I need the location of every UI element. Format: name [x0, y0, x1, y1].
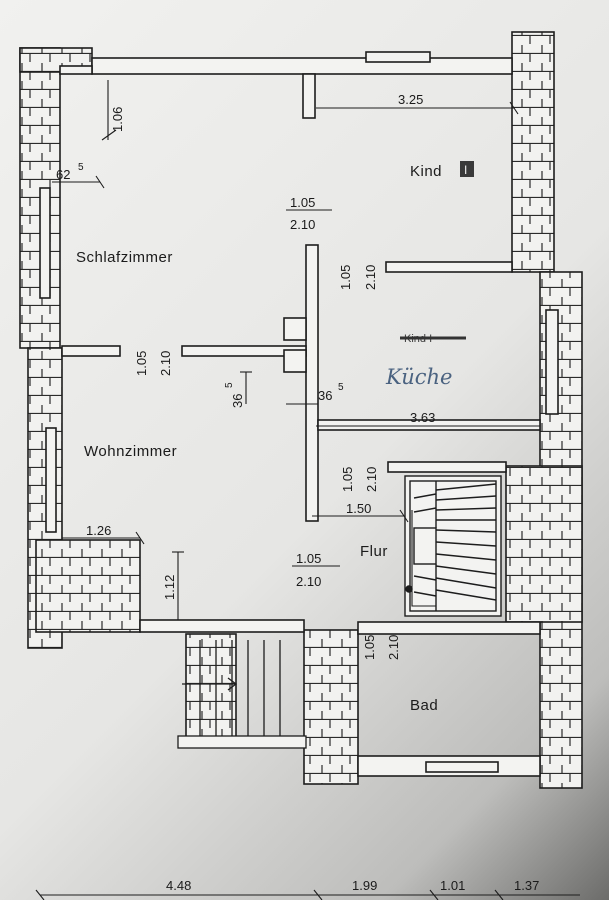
door-3-height: 2.10 [158, 351, 173, 376]
door-6-height: 2.10 [386, 635, 401, 660]
dim-365-horizontal: 36 [318, 388, 332, 403]
bottom-dim-4: 1.37 [514, 878, 539, 893]
door-4-height: 2.10 [364, 467, 379, 492]
door-1-width: 1.05 [290, 195, 315, 210]
window-bath [425, 761, 499, 773]
bottom-dim-3: 1.01 [440, 878, 465, 893]
wall-bottom-house [139, 619, 305, 633]
kind-badge-box [460, 161, 474, 177]
window-right [545, 309, 559, 415]
dim-325: 3.25 [398, 92, 423, 107]
wall-entry-left [35, 539, 141, 633]
wall-kind-kueche [385, 261, 513, 273]
dim-365-vertical-sup: 5 [224, 382, 235, 388]
window-left-2 [45, 427, 57, 533]
wall-central-vertical [305, 244, 319, 522]
door-4-width: 1.05 [340, 467, 355, 492]
wall-bath-left [303, 629, 359, 785]
wall-top [91, 57, 513, 75]
wall-right-upper [511, 31, 555, 273]
bottom-dim-1: 4.48 [166, 878, 191, 893]
staircase [404, 475, 502, 617]
wall-flur-top-right [387, 461, 507, 473]
dim-126: 1.26 [86, 523, 111, 538]
chimney-2 [283, 349, 307, 373]
door-5-height: 2.10 [296, 574, 321, 589]
room-flur: Flur [360, 543, 388, 560]
dimension-lines [35, 80, 580, 900]
wall-right-block [505, 465, 583, 623]
dimension-labels: 1.06 62 5 3.25 1.05 2.10 1.05 2.10 1.05 … [56, 92, 539, 893]
entry-steps [177, 640, 307, 749]
dim-112: 1.12 [162, 575, 177, 600]
wall-stair-block [185, 633, 237, 741]
room-labels: Schlafzimmer Wohnzimmer Kind I Kind I Kü… [76, 161, 474, 714]
door-6-width: 1.05 [362, 635, 377, 660]
wall-top-left-stub [59, 65, 93, 75]
outer-walls [19, 31, 583, 789]
room-schlafzimmer: Schlafzimmer [76, 249, 173, 266]
dim-365-vertical: 36 [230, 394, 245, 408]
room-kueche: Küche [385, 365, 452, 389]
kind-badge: I [464, 163, 467, 177]
dim-365-horizontal-sup: 5 [338, 382, 344, 393]
chimney-1 [283, 317, 307, 341]
room-bad: Bad [410, 697, 438, 714]
dim-62-sup: 5 [78, 162, 84, 173]
door-2-width: 1.05 [338, 265, 353, 290]
dim-150: 1.50 [346, 501, 371, 516]
door-1-height: 2.10 [290, 217, 315, 232]
dim-62: 62 [56, 167, 70, 182]
room-wohnzimmer: Wohnzimmer [84, 443, 177, 460]
door-5-width: 1.05 [296, 551, 321, 566]
window-top [365, 51, 431, 63]
door-3-width: 1.05 [134, 351, 149, 376]
wall-kueche-flur [317, 419, 541, 431]
wall-schlaf-kind [302, 73, 316, 119]
bottom-dim-2: 1.99 [352, 878, 377, 893]
wall-schlaf-wohn-left [61, 345, 121, 357]
door-2-height: 2.10 [363, 265, 378, 290]
dim-106: 1.06 [110, 107, 125, 132]
dim-363: 3.63 [410, 410, 435, 425]
interior-walls [39, 51, 559, 777]
wall-bath-top [357, 621, 541, 635]
room-kind: Kind [410, 163, 442, 180]
window-left-1 [39, 187, 51, 299]
